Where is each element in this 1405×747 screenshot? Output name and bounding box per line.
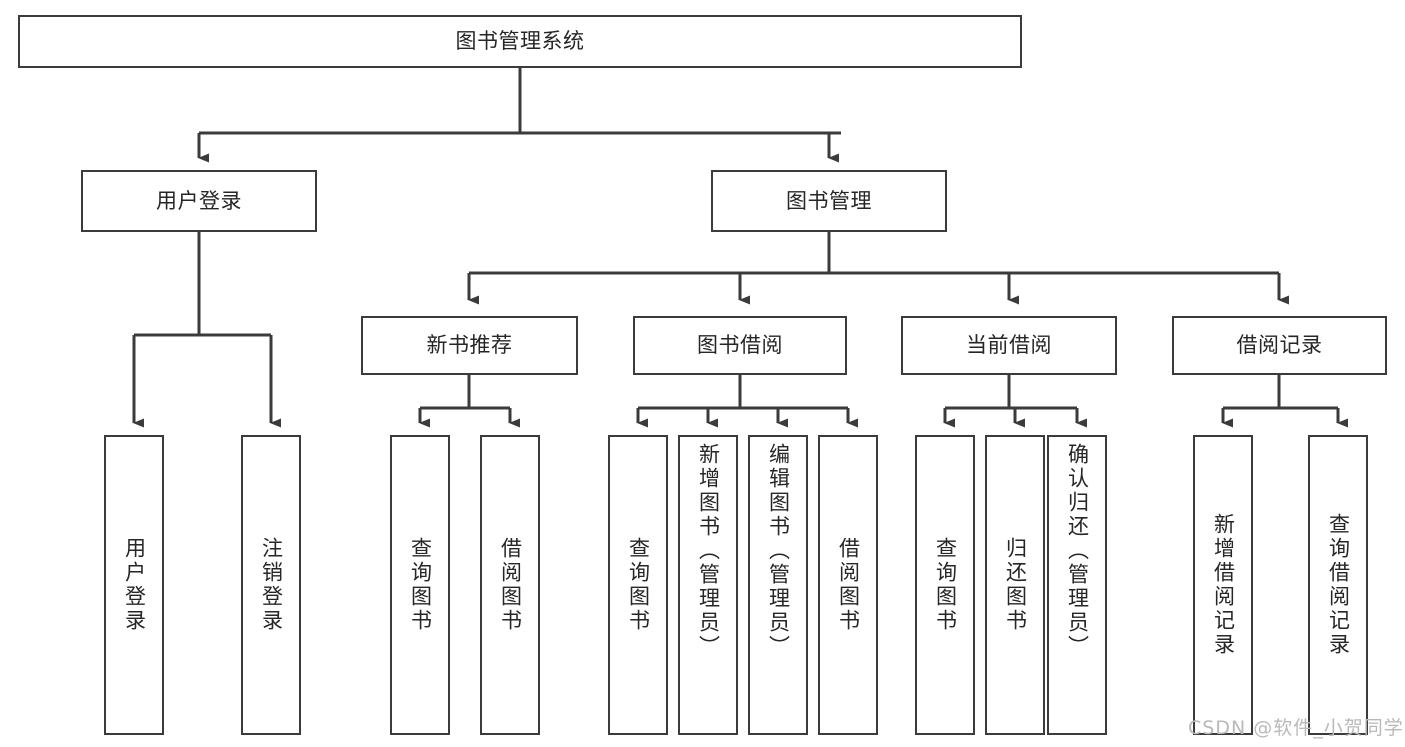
leaf-borrow-book-recommend[interactable]: 借阅图书 — [480, 435, 540, 735]
leaf-query-borrow-record[interactable]: 查询借阅记录 — [1308, 435, 1368, 735]
node-label: 图书借阅 — [697, 333, 783, 358]
node-label: 借阅图书 — [836, 537, 861, 633]
node-label: 查询图书 — [933, 537, 958, 633]
node-label: 图书管理系统 — [455, 29, 585, 54]
node-label: 用户登录 — [122, 537, 147, 633]
node-label: 查询借阅记录 — [1326, 513, 1351, 657]
node-root-book-management-system[interactable]: 图书管理系统 — [18, 15, 1022, 68]
node-user-login[interactable]: 用户登录 — [81, 170, 317, 232]
leaf-query-book-recommend[interactable]: 查询图书 — [390, 435, 450, 735]
leaf-user-login[interactable]: 用户登录 — [104, 435, 164, 735]
leaf-query-book-borrow[interactable]: 查询图书 — [608, 435, 668, 735]
node-label: 查询图书 — [408, 537, 433, 633]
node-label: 编辑图书（管理员） — [766, 443, 791, 659]
node-label: 查询图书 — [626, 537, 651, 633]
node-current-borrow[interactable]: 当前借阅 — [901, 316, 1117, 375]
node-label: 用户登录 — [156, 188, 242, 213]
leaf-confirm-return-admin[interactable]: 确认归还（管理员） — [1047, 435, 1107, 735]
watermark-text: CSDN @软件_小贺同学 — [1188, 717, 1404, 739]
node-borrow-record[interactable]: 借阅记录 — [1172, 316, 1387, 375]
node-label: 确认归还（管理员） — [1065, 443, 1090, 659]
node-label: 图书管理 — [786, 188, 872, 213]
node-label: 新增借阅记录 — [1211, 513, 1236, 657]
node-label: 新增图书（管理员） — [696, 443, 721, 659]
node-label: 注销登录 — [259, 537, 284, 633]
node-book-management[interactable]: 图书管理 — [711, 170, 947, 232]
node-label: 归还图书 — [1003, 537, 1028, 633]
node-label: 借阅图书 — [498, 537, 523, 633]
node-label: 借阅记录 — [1236, 333, 1323, 358]
leaf-add-borrow-record[interactable]: 新增借阅记录 — [1193, 435, 1253, 735]
node-label: 新书推荐 — [426, 333, 513, 358]
node-book-borrow[interactable]: 图书借阅 — [633, 316, 847, 375]
node-label: 当前借阅 — [966, 333, 1052, 358]
leaf-query-book-current[interactable]: 查询图书 — [915, 435, 975, 735]
node-new-book-recommend[interactable]: 新书推荐 — [361, 316, 578, 375]
leaf-edit-book-admin[interactable]: 编辑图书（管理员） — [748, 435, 808, 735]
leaf-borrow-book[interactable]: 借阅图书 — [818, 435, 878, 735]
leaf-return-book[interactable]: 归还图书 — [985, 435, 1045, 735]
leaf-logout[interactable]: 注销登录 — [241, 435, 301, 735]
leaf-add-book-admin[interactable]: 新增图书（管理员） — [678, 435, 738, 735]
